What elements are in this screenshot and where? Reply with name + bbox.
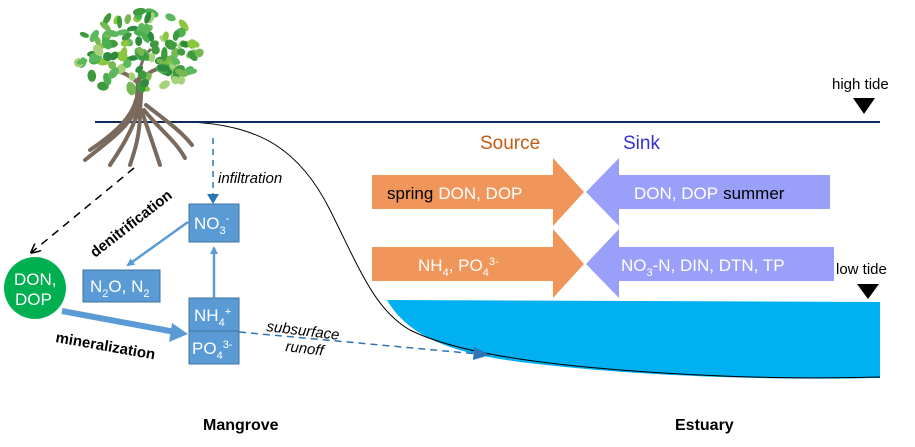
leaf: [102, 13, 112, 25]
source-arrow-nh4-po4[interactable]: [372, 229, 584, 298]
n2o-n2-label: N2O, N2: [90, 277, 149, 300]
leaf: [120, 39, 130, 47]
high-tide-label: high tide: [832, 76, 889, 93]
leaf: [105, 29, 119, 37]
leaf: [89, 29, 99, 43]
denitrification-label: denitrification: [87, 187, 176, 261]
leaf: [137, 22, 145, 32]
leaf: [136, 46, 145, 56]
leaf: [159, 80, 171, 90]
leaf: [76, 58, 88, 65]
denitrification-arrow: [126, 220, 189, 267]
sink-title: Sink: [623, 133, 660, 154]
sink-arrow-no3-din-label: NO3-N, DIN, DTN, TP: [621, 256, 785, 279]
leaf: [178, 19, 189, 32]
source-arrow-don-dop[interactable]: [372, 158, 584, 226]
leaf: [102, 52, 113, 62]
leaf: [161, 47, 168, 61]
leaf: [126, 81, 136, 96]
leaf: [124, 14, 132, 25]
leaf: [128, 72, 136, 82]
source-title: Source: [480, 133, 540, 154]
leaf: [99, 21, 111, 31]
no3-label: NO3-: [194, 213, 230, 237]
leaf: [183, 68, 198, 75]
don-dop-node: [4, 257, 66, 319]
leaf: [180, 40, 190, 48]
leaf: [108, 61, 117, 70]
leaf: [135, 65, 144, 73]
leaf: [194, 48, 204, 58]
leaf: [137, 70, 147, 80]
don-dop-label-line1: DON,: [14, 270, 57, 289]
runoff-label: runoff: [285, 338, 327, 360]
don-dop-label-line2: DOP: [15, 290, 52, 309]
leaf: [149, 52, 156, 63]
infiltration-arrowhead-icon: [207, 194, 219, 204]
mineralization-arrowhead-icon: [169, 323, 188, 342]
mangrove-label: Mangrove: [203, 417, 279, 434]
leaf: [140, 31, 150, 43]
leaf: [162, 31, 169, 41]
source-arrow-nh4-po4-label: NH4, PO43-: [418, 256, 499, 279]
leaf: [164, 39, 176, 50]
leaf: [172, 30, 180, 41]
estuary-label: Estuary: [675, 417, 734, 434]
leaf: [92, 44, 104, 57]
leaf: [165, 13, 176, 22]
leaf: [171, 47, 180, 59]
bank-profile: [189, 121, 881, 379]
leaf: [132, 7, 146, 16]
nh4-label: NH4+: [194, 306, 231, 329]
po4-label: PO43-: [192, 339, 233, 362]
leaf: [79, 31, 90, 38]
low-tide-marker-icon: [857, 284, 879, 299]
leaf: [171, 76, 180, 85]
leaf: [151, 45, 160, 55]
leaf: [87, 69, 97, 82]
n2o-n2-node: [82, 269, 161, 303]
leaf: [177, 48, 186, 56]
nh4-node: [188, 297, 240, 332]
estuary-water: [387, 300, 880, 379]
leaf: [127, 25, 138, 32]
high-tide-marker-icon: [853, 98, 875, 114]
leaf: [89, 53, 98, 62]
leaf: [123, 59, 132, 68]
tree-leaves: [73, 7, 204, 96]
leaf: [174, 68, 188, 77]
leaf: [121, 32, 132, 41]
subsurface-runoff-arrow: [238, 331, 479, 355]
leaf: [135, 36, 143, 47]
low-tide-label: low tide: [836, 261, 887, 278]
po4-node: [188, 330, 240, 365]
leaf: [116, 51, 128, 62]
subsurface-runoff-arrowhead-icon: [473, 347, 490, 360]
leaf: [144, 11, 152, 24]
sink-arrow-no3-din[interactable]: [586, 229, 834, 298]
mineralization-label: mineralization: [54, 329, 156, 363]
leaf: [108, 67, 119, 79]
leaf: [101, 37, 112, 50]
mineralization-arrow: [61, 308, 176, 335]
sink-arrow-don-dop[interactable]: [586, 158, 830, 226]
infiltration-label: infiltration: [218, 170, 282, 187]
leaf: [191, 40, 200, 48]
leaf: [116, 15, 123, 29]
leaf: [140, 79, 150, 88]
no3-node: [188, 203, 240, 243]
leaf: [156, 64, 170, 72]
